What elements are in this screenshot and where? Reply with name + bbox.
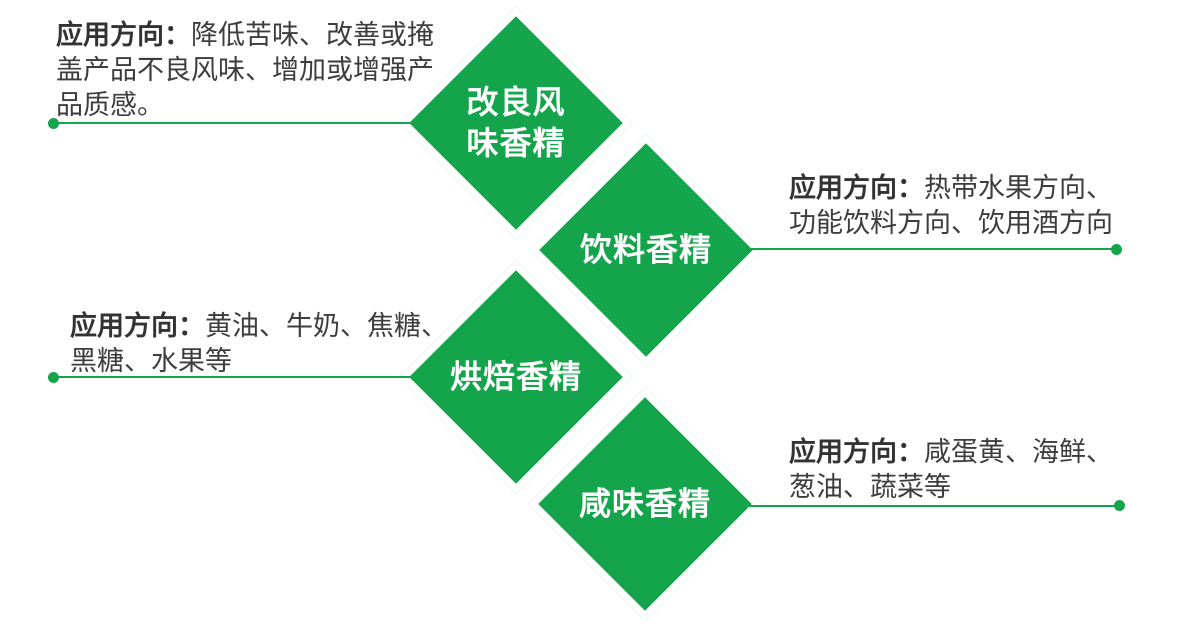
- description-savory-flavor: 应用方向：咸蛋黄、海鲜、 葱油、蔬菜等: [789, 435, 1177, 505]
- connector-line-baking-flavor: [53, 376, 413, 378]
- description-text: 咸蛋黄、海鲜、 葱油、蔬菜等: [789, 437, 1113, 502]
- diamond-label-baking-flavor: 烘焙香精: [449, 358, 583, 395]
- description-improved-flavor: 应用方向：降低苦味、改善或掩 盖产品不良风味、增加或增强产 品质感。: [56, 18, 486, 123]
- connector-line-beverage-flavor: [745, 248, 1117, 250]
- connector-dot-savory-flavor: [1114, 500, 1125, 511]
- description-prefix: 应用方向：: [56, 20, 191, 50]
- description-baking-flavor: 应用方向：黄油、牛奶、焦糖、 黑糖、水果等: [70, 309, 500, 379]
- description-prefix: 应用方向：: [789, 437, 924, 467]
- diamond-label-savory-flavor: 咸味香精: [578, 485, 712, 522]
- diamond-label-beverage-flavor: 饮料香精: [579, 231, 713, 268]
- description-text: 热带水果方向、 功能饮料方向、饮用酒方向: [789, 173, 1113, 238]
- connector-dot-beverage-flavor: [1111, 244, 1122, 255]
- connector-dot-baking-flavor: [48, 372, 59, 383]
- description-prefix: 应用方向：: [789, 173, 924, 203]
- description-text: 降低苦味、改善或掩 盖产品不良风味、增加或增强产 品质感。: [56, 20, 434, 120]
- description-prefix: 应用方向：: [70, 311, 205, 341]
- diamond-label-improved-flavor: 改良风 味香精: [466, 84, 566, 161]
- description-text: 黄油、牛奶、焦糖、 黑糖、水果等: [70, 311, 448, 376]
- description-beverage-flavor: 应用方向：热带水果方向、 功能饮料方向、饮用酒方向: [789, 171, 1177, 241]
- connector-dot-improved-flavor: [48, 118, 59, 129]
- connector-line-improved-flavor: [53, 122, 413, 124]
- connector-line-savory-flavor: [747, 505, 1120, 507]
